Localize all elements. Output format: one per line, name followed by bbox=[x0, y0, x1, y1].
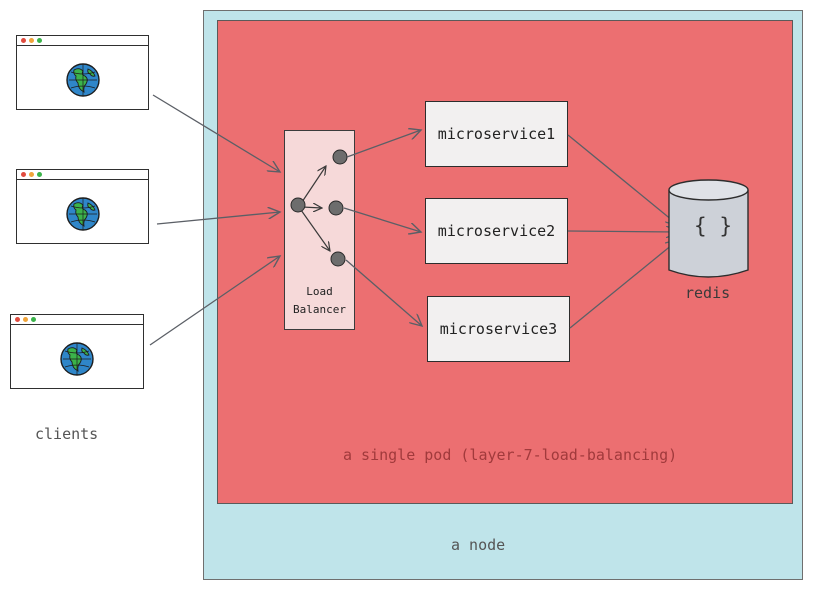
client-browser-2 bbox=[16, 169, 149, 244]
browser-title-bar bbox=[11, 315, 143, 325]
minimize-dot-icon bbox=[23, 317, 28, 322]
lb-to-ms3-arrow bbox=[345, 259, 422, 326]
redis-label: redis bbox=[685, 284, 731, 302]
microservice1-label: microservice1 bbox=[437, 125, 556, 143]
maximize-dot-icon bbox=[31, 317, 36, 322]
close-dot-icon bbox=[21, 172, 26, 177]
microservice2-box: microservice2 bbox=[425, 198, 568, 264]
microservice3-box: microservice3 bbox=[427, 296, 570, 362]
clients-label: clients bbox=[35, 425, 99, 443]
load-balancer-label: Load Balancer bbox=[284, 283, 355, 319]
browser-title-bar bbox=[17, 170, 148, 180]
globe-icon bbox=[65, 197, 100, 231]
ms3-to-redis-arrow bbox=[569, 240, 678, 329]
maximize-dot-icon bbox=[37, 38, 42, 43]
client2-to-lb-arrow bbox=[156, 212, 280, 225]
maximize-dot-icon bbox=[37, 172, 42, 177]
client1-to-lb-arrow bbox=[152, 94, 280, 172]
minimize-dot-icon bbox=[29, 38, 34, 43]
node-label: a node bbox=[451, 536, 506, 554]
close-dot-icon bbox=[21, 38, 26, 43]
ms1-to-redis-arrow bbox=[567, 134, 678, 225]
lb-to-ms1-arrow bbox=[346, 130, 421, 158]
client3-to-lb-arrow bbox=[149, 256, 280, 346]
lb-to-ms2-arrow bbox=[343, 207, 421, 232]
pod-label: a single pod (layer-7-load-balancing) bbox=[343, 446, 678, 464]
close-dot-icon bbox=[15, 317, 20, 322]
microservice2-label: microservice2 bbox=[437, 222, 556, 240]
globe-icon bbox=[65, 63, 100, 97]
database-icon bbox=[668, 179, 749, 278]
browser-title-bar bbox=[17, 36, 148, 46]
microservice1-box: microservice1 bbox=[425, 101, 568, 167]
globe-icon bbox=[60, 342, 94, 376]
load-balancer-node-icon bbox=[290, 149, 348, 267]
ms2-to-redis-arrow bbox=[567, 231, 678, 232]
microservice3-label: microservice3 bbox=[439, 320, 558, 338]
client-browser-3 bbox=[10, 314, 144, 389]
minimize-dot-icon bbox=[29, 172, 34, 177]
client-browser-1 bbox=[16, 35, 149, 110]
redis-glyph: { } bbox=[694, 214, 732, 238]
load-balancer-label-line1: Load bbox=[306, 285, 333, 298]
load-balancer-label-line2: Balancer bbox=[293, 303, 346, 316]
